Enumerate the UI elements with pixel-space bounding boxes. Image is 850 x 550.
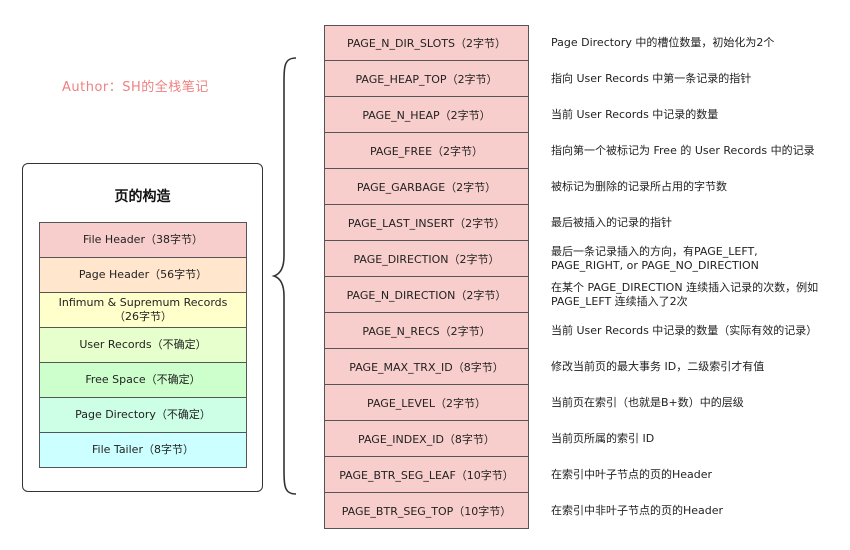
segment-infimum-supremum: Infimum & Supremum Records （26字节） xyxy=(39,292,247,328)
page-header-field-list: PAGE_N_DIR_SLOTS（2字节） PAGE_HEAP_TOP（2字节）… xyxy=(324,25,529,529)
field-page-free: PAGE_FREE（2字节） xyxy=(324,133,529,169)
segment-file-tailer: File Tailer（8字节） xyxy=(39,432,247,468)
field-description-list: Page Directory 中的槽位数量，初始化为2个 指向 User Rec… xyxy=(551,25,841,529)
desc-page-n-heap: 当前 User Records 中记录的数量 xyxy=(551,108,719,121)
segment-file-header: File Header（38字节） xyxy=(39,222,247,258)
field-page-garbage: PAGE_GARBAGE（2字节） xyxy=(324,169,529,205)
field-page-heap-top: PAGE_HEAP_TOP（2字节） xyxy=(324,61,529,97)
desc-page-n-direction: 在某个 PAGE_DIRECTION 连续插入记录的次数，例如 PAGE_LEF… xyxy=(551,281,819,308)
desc-page-free: 指向第一个被标记为 Free 的 User Records 中的记录 xyxy=(551,144,815,157)
field-page-last-insert: PAGE_LAST_INSERT（2字节） xyxy=(324,205,529,241)
field-page-n-heap: PAGE_N_HEAP（2字节） xyxy=(324,97,529,133)
desc-page-max-trx-id: 修改当前页的最大事务 ID，二级索引才有值 xyxy=(551,360,765,373)
field-page-index-id: PAGE_INDEX_ID（8字节） xyxy=(324,421,529,457)
desc-page-level: 当前页在索引（也就是B+数）中的层级 xyxy=(551,396,744,409)
desc-page-btr-seg-leaf: 在索引中叶子节点的页的Header xyxy=(551,468,713,481)
segment-page-directory: Page Directory（不确定） xyxy=(39,397,247,433)
author-label: Author：SH的全栈笔记 xyxy=(62,80,209,95)
desc-page-n-dir-slots: Page Directory 中的槽位数量，初始化为2个 xyxy=(551,36,775,49)
segment-page-header: Page Header（56字节） xyxy=(39,257,247,293)
desc-page-heap-top: 指向 User Records 中第一条记录的指针 xyxy=(551,72,752,85)
field-page-n-recs: PAGE_N_RECS（2字节） xyxy=(324,313,529,349)
segment-user-records: User Records（不确定） xyxy=(39,327,247,363)
desc-page-n-recs: 当前 User Records 中记录的数量（实际有效的记录） xyxy=(551,324,818,337)
desc-page-direction: 最后一条记录插入的方向，有PAGE_LEFT, PAGE_RIGHT, or P… xyxy=(551,245,759,272)
field-page-level: PAGE_LEVEL（2字节） xyxy=(324,385,529,421)
field-page-max-trx-id: PAGE_MAX_TRX_ID（8字节） xyxy=(324,349,529,385)
page-segment-list: File Header（38字节） Page Header（56字节） Infi… xyxy=(39,222,247,468)
field-page-btr-seg-leaf: PAGE_BTR_SEG_LEAF（10字节） xyxy=(324,457,529,493)
page-structure-title: 页的构造 xyxy=(114,189,171,205)
desc-page-last-insert: 最后被插入的记录的指针 xyxy=(551,216,672,229)
field-page-n-direction: PAGE_N_DIRECTION（2字节） xyxy=(324,277,529,313)
field-page-btr-seg-top: PAGE_BTR_SEG_TOP（10字节） xyxy=(324,493,529,529)
curly-brace-connector xyxy=(271,57,297,495)
desc-page-btr-seg-top: 在索引中非叶子节点的页的Header xyxy=(551,504,724,517)
desc-page-index-id: 当前页所属的索引 ID xyxy=(551,432,655,445)
field-page-n-dir-slots: PAGE_N_DIR_SLOTS（2字节） xyxy=(324,25,529,61)
field-page-direction: PAGE_DIRECTION（2字节） xyxy=(324,241,529,277)
page-structure-box: 页的构造 File Header（38字节） Page Header（56字节）… xyxy=(22,163,263,492)
desc-page-garbage: 被标记为删除的记录所占用的字节数 xyxy=(551,180,727,193)
segment-free-space: Free Space（不确定） xyxy=(39,362,247,398)
